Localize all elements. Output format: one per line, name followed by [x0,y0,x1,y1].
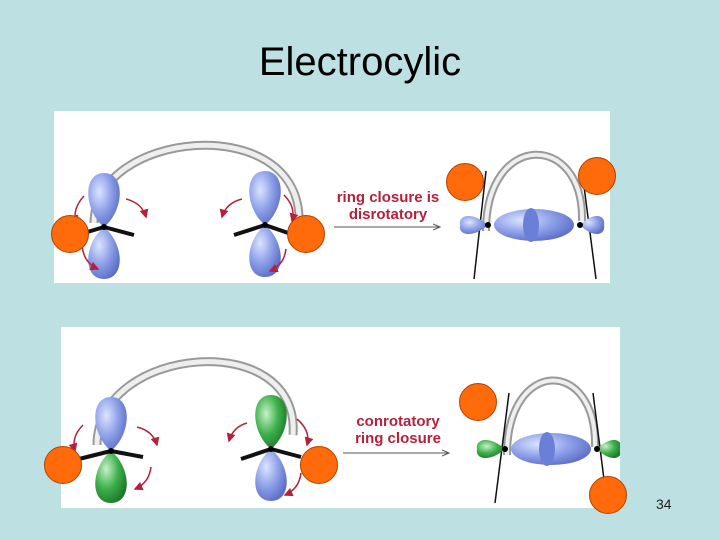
orange-marker [51,215,89,253]
rotation-arrow [268,248,287,273]
page-number: 34 [656,496,672,512]
orange-marker [589,476,627,514]
rotation-arrow [226,422,248,443]
orange-marker [44,446,82,484]
rotation-arrow [219,198,243,219]
product-sigma-bond [476,376,620,504]
orange-marker [287,215,325,253]
disrotatory-diagram: ring closure is disrotatory [54,111,610,283]
right-p-orbital [240,395,302,501]
disrotatory-illustration [69,140,605,280]
rotation-arrow [133,466,152,491]
rotation-arrow [68,424,84,453]
product-sigma-bond [459,150,605,280]
rotation-arrow [283,194,299,223]
conrotatory-illustration [68,357,620,504]
rotation-arrow [283,472,302,497]
orange-marker [459,383,497,421]
orange-marker [300,446,338,484]
orange-marker [578,157,616,195]
rotation-arrow [125,198,149,219]
orange-marker [446,163,484,201]
conrotatory-label: conrotatory ring closure [355,413,441,447]
disrotatory-label: ring closure is disrotatory [336,189,440,223]
rotation-arrow [296,418,314,447]
conrotatory-diagram: conrotatory ring closure [61,327,620,508]
slide-title: Electrocylic [258,40,462,84]
left-p-orbital [78,397,144,503]
right-p-orbital [233,171,295,277]
rotation-arrow [136,426,160,447]
rotation-arrow [81,245,100,271]
